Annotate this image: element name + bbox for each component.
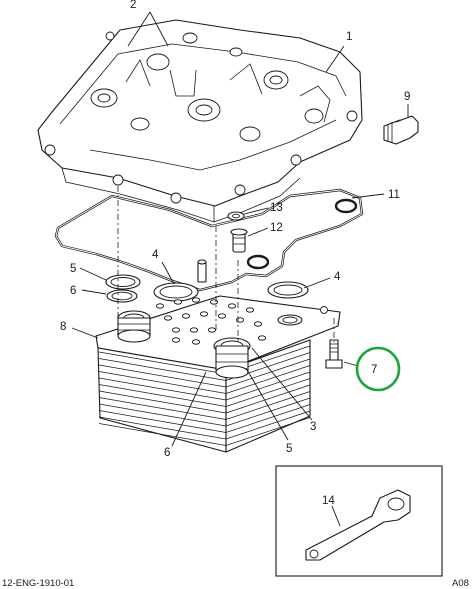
bolt-part	[325, 339, 343, 369]
cooler-fin	[98, 371, 311, 401]
callout-1: 1	[346, 31, 352, 43]
callout-3: 3	[310, 421, 316, 433]
seal-ring-right	[267, 281, 309, 299]
cooler-fin	[98, 404, 311, 433]
highlight-circle	[355, 346, 401, 392]
figure-ref-right: A08	[452, 578, 469, 589]
plate-hole	[163, 315, 173, 321]
cooler-fin	[98, 365, 311, 394]
callout-9: 9	[404, 91, 410, 103]
callout-12: 12	[270, 222, 283, 234]
centerlines	[117, 186, 335, 342]
cooler-fin	[98, 352, 311, 381]
plate-hole	[191, 339, 201, 345]
cooler-fin	[98, 410, 311, 440]
cooler-fin	[98, 378, 311, 407]
plate-hole	[235, 317, 245, 323]
plate-hole	[173, 299, 183, 305]
plug-part	[230, 228, 248, 253]
seal-rings-left	[105, 274, 199, 303]
plate-hole	[189, 327, 199, 333]
plate-hole	[191, 297, 201, 303]
callout-6-lower: 6	[164, 447, 170, 459]
plate-holes	[155, 297, 267, 345]
plate-hole	[217, 313, 227, 319]
figure-ref-left: 12-ENG-1910-01	[2, 578, 74, 589]
callout-6-left: 6	[70, 285, 76, 297]
leader-lines	[71, 11, 409, 527]
callout-11: 11	[388, 189, 400, 201]
oil-cooler	[95, 295, 341, 453]
cooler-fin	[98, 391, 311, 420]
callout-13: 13	[270, 202, 283, 214]
plate-hole	[199, 311, 209, 317]
callout-4-upper: 4	[152, 249, 159, 261]
plate-hole	[171, 327, 181, 333]
small-stud	[197, 259, 207, 283]
callout-5-lower: 5	[286, 443, 292, 455]
washer-part	[227, 211, 245, 221]
inset-box	[275, 465, 443, 577]
callout-2: 2	[130, 0, 136, 11]
cooler-fin	[98, 384, 311, 414]
callout-14: 14	[322, 495, 335, 507]
callout-labels: 1 2 3 4 4 5 5 6 6 7 8 9 11 12 13 14	[60, 0, 410, 507]
callout-8: 8	[60, 321, 66, 333]
cooler-fin	[98, 397, 311, 427]
callout-7: 7	[371, 364, 377, 376]
plate-hole	[207, 327, 217, 333]
plate-hole	[155, 303, 165, 309]
callout-4-right: 4	[334, 271, 341, 283]
plate-hole	[257, 335, 267, 341]
plate-hole	[227, 303, 237, 309]
sensor-part	[383, 115, 419, 145]
plate-hole	[245, 307, 255, 313]
plate-hole	[171, 337, 181, 343]
cover-housing	[37, 19, 363, 223]
callout-5-left: 5	[70, 263, 76, 275]
plate-hole	[253, 321, 263, 327]
cooler-fin	[98, 358, 311, 388]
plate-hole	[209, 299, 219, 305]
cooler-fin	[98, 417, 311, 446]
plate-hole	[181, 313, 191, 319]
